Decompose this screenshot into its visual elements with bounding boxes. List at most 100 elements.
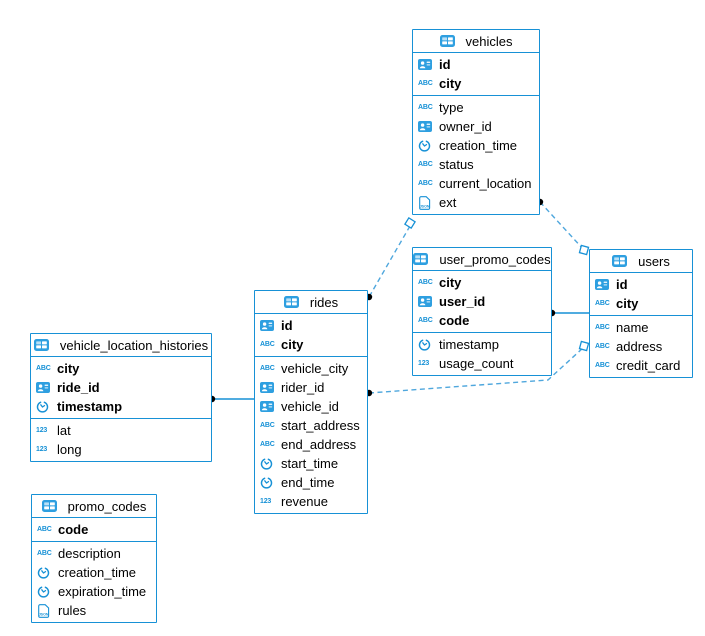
- table-name: users: [638, 253, 670, 269]
- field-row[interactable]: ABC status: [413, 155, 539, 174]
- table-icon: [41, 500, 59, 512]
- field-name: status: [439, 157, 474, 172]
- field-name: creation_time: [439, 138, 518, 153]
- field-name: city: [439, 275, 462, 290]
- table-header[interactable]: rides: [255, 291, 367, 314]
- text-icon: ABC: [260, 441, 275, 448]
- text-icon: ABC: [260, 365, 275, 372]
- text-icon: ABC: [418, 161, 433, 168]
- table-icon: [33, 339, 51, 351]
- field-name: ride_id: [57, 380, 100, 395]
- relationship-rides-vehicles[interactable]: [368, 225, 411, 298]
- field-row[interactable]: id: [590, 275, 692, 294]
- field-row[interactable]: JSON rules: [32, 601, 156, 620]
- relationship-vehicles-users[interactable]: [539, 201, 585, 251]
- id-icon: [260, 320, 277, 331]
- table-icon: [439, 35, 457, 47]
- field-name: start_address: [281, 418, 360, 433]
- text-icon: ABC: [37, 526, 52, 533]
- field-name: creation_time: [58, 565, 137, 580]
- field-name: timestamp: [439, 337, 499, 352]
- text-icon: ABC: [418, 80, 433, 87]
- field-row[interactable]: user_id: [413, 292, 551, 311]
- text-icon: ABC: [595, 343, 610, 350]
- table-header[interactable]: vehicle_location_histories: [31, 334, 211, 357]
- relationship-rides-users[interactable]: [368, 346, 585, 394]
- field-name: city: [57, 361, 80, 376]
- table-header[interactable]: promo_codes: [32, 495, 156, 518]
- text-icon: ABC: [418, 317, 433, 324]
- field-row[interactable]: ride_id: [31, 378, 211, 397]
- field-row[interactable]: end_time: [255, 473, 367, 492]
- field-name: id: [439, 57, 451, 72]
- id-icon: [595, 279, 612, 290]
- field-row[interactable]: timestamp: [31, 397, 211, 416]
- field-row[interactable]: ABC address: [590, 337, 692, 356]
- field-name: address: [616, 339, 663, 354]
- table-header[interactable]: users: [590, 250, 692, 273]
- field-name: expiration_time: [58, 584, 147, 599]
- table-name: rides: [309, 294, 339, 310]
- field-row[interactable]: vehicle_id: [255, 397, 367, 416]
- text-icon: ABC: [260, 341, 275, 348]
- field-name: end_time: [281, 475, 335, 490]
- text-icon: ABC: [595, 362, 610, 369]
- field-name: start_time: [281, 456, 339, 471]
- field-name: id: [616, 277, 628, 292]
- field-row[interactable]: id: [413, 55, 539, 74]
- field-row[interactable]: expiration_time: [32, 582, 156, 601]
- field-row[interactable]: id: [255, 316, 367, 335]
- number-icon: 123: [36, 427, 48, 434]
- field-row[interactable]: owner_id: [413, 117, 539, 136]
- field-name: usage_count: [439, 356, 514, 371]
- cardinality-square-marker: [578, 340, 590, 352]
- field-name: vehicle_id: [281, 399, 339, 414]
- table-name: vehicle_location_histories: [59, 337, 209, 353]
- json-icon: JSON: [37, 603, 54, 618]
- field-name: description: [58, 546, 121, 561]
- field-name: rules: [58, 603, 87, 618]
- table-header[interactable]: user_promo_codes: [413, 248, 551, 271]
- table-header[interactable]: vehicles: [413, 30, 539, 53]
- text-icon: ABC: [260, 422, 275, 429]
- field-name: type: [439, 100, 464, 115]
- field-row[interactable]: timestamp: [413, 335, 551, 354]
- id-icon: [260, 382, 277, 393]
- field-row[interactable]: creation_time: [413, 136, 539, 155]
- field-row[interactable]: creation_time: [32, 563, 156, 582]
- field-row[interactable]: ABC start_address: [255, 416, 367, 435]
- field-name: id: [281, 318, 293, 333]
- id-icon: [418, 59, 435, 70]
- field-row[interactable]: start_time: [255, 454, 367, 473]
- field-row[interactable]: rider_id: [255, 378, 367, 397]
